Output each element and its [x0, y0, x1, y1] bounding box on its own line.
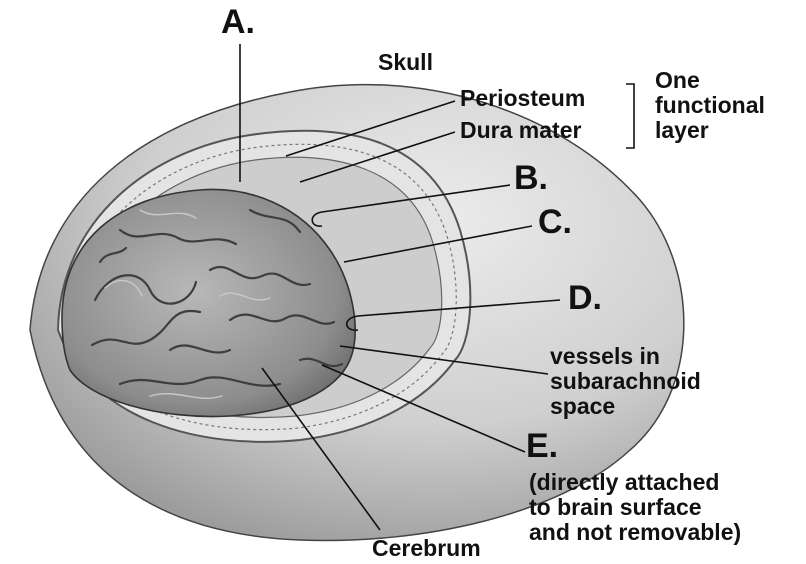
label-e-note: (directly attached to brain surface and …	[529, 470, 741, 544]
label-cerebrum: Cerebrum	[372, 536, 481, 561]
label-a: A.	[221, 4, 255, 41]
label-one: One	[655, 68, 765, 93]
label-vessels: vessels in subarachnoid space	[550, 344, 701, 418]
functional-layer-bracket	[626, 84, 634, 148]
label-c: C.	[538, 204, 572, 241]
label-e-note-line2: to brain surface	[529, 495, 741, 520]
label-e-note-line3: and not removable)	[529, 520, 741, 545]
label-functional: functional	[655, 93, 765, 118]
label-periosteum: Periosteum	[460, 86, 585, 111]
label-vessels-line2: subarachnoid	[550, 369, 701, 394]
label-dura-mater: Dura mater	[460, 118, 581, 143]
label-e: E.	[526, 428, 558, 465]
label-vessels-line3: space	[550, 394, 701, 419]
label-vessels-line1: vessels in	[550, 344, 701, 369]
label-b: B.	[514, 160, 548, 197]
label-e-note-line1: (directly attached	[529, 470, 741, 495]
label-d: D.	[568, 280, 602, 317]
label-one-functional-layer: One functional layer	[655, 68, 765, 142]
label-layer: layer	[655, 118, 765, 143]
label-skull: Skull	[378, 50, 433, 75]
